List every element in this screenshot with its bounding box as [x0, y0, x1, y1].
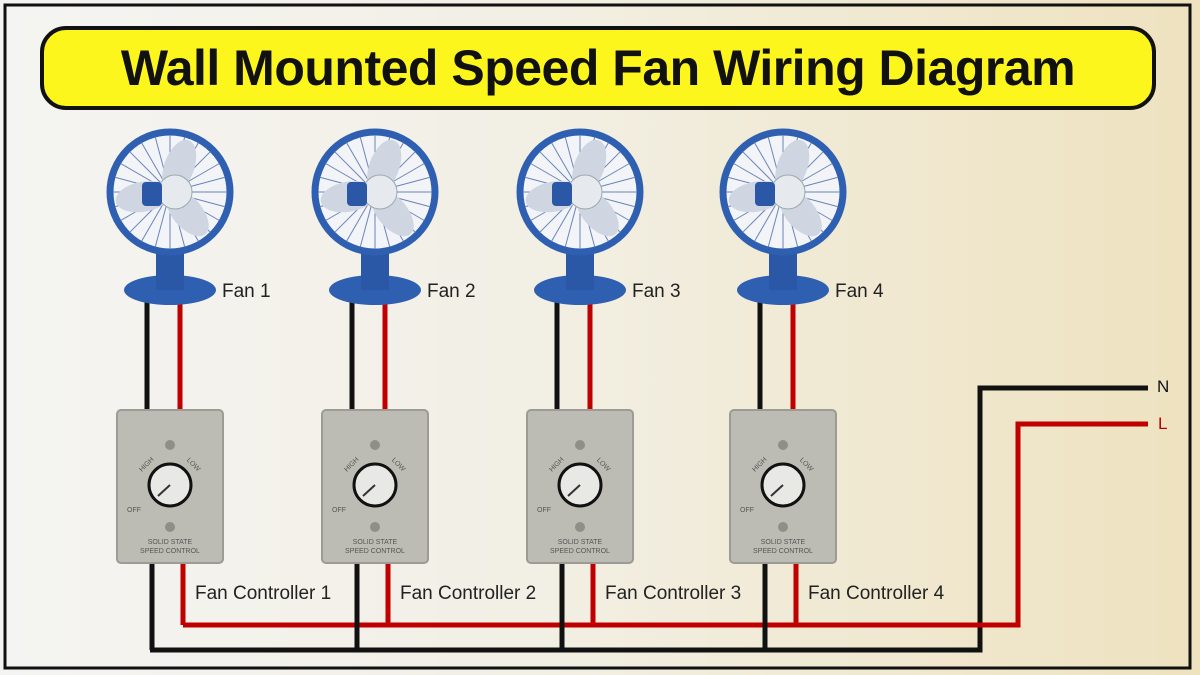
- fan-motor: [552, 182, 572, 206]
- screw: [165, 522, 175, 532]
- fan-label: Fan 3: [632, 281, 681, 302]
- fan-hub: [157, 174, 193, 210]
- plate-text-1: SOLID STATE: [558, 539, 603, 546]
- fan-label: Fan 2: [427, 281, 476, 302]
- fan-hub: [770, 174, 806, 210]
- screw: [778, 440, 788, 450]
- plate-text-2: SPEED CONTROL: [753, 548, 813, 555]
- screw: [165, 440, 175, 450]
- screw: [575, 522, 585, 532]
- fan-label: Fan 1: [222, 281, 271, 302]
- fan-hub: [362, 174, 398, 210]
- off-mark: OFF: [127, 507, 141, 514]
- knob-pointer: [567, 484, 581, 497]
- off-mark: OFF: [332, 507, 346, 514]
- fan-guard-spoke: [767, 205, 780, 248]
- fan-4-icon: [719, 128, 847, 305]
- plate-text-2: SPEED CONTROL: [550, 548, 610, 555]
- neutral-bus-wire: [150, 385, 1148, 653]
- controller-label: Fan Controller 1: [195, 583, 332, 604]
- off-mark: OFF: [740, 507, 754, 514]
- fan-guard-spoke: [141, 203, 164, 242]
- fan-1-icon: [106, 128, 234, 305]
- knob-pointer: [362, 484, 376, 497]
- neutral-label: N: [1157, 377, 1170, 396]
- fan-guard-spoke: [742, 151, 774, 183]
- screw: [370, 440, 380, 450]
- fan-guard-spoke: [346, 203, 369, 242]
- outer-frame: [3, 3, 1192, 670]
- plate-text-1: SOLID STATE: [761, 539, 806, 546]
- fan-guard-spoke: [539, 151, 571, 183]
- diagram-title: Wall Mounted Speed Fan Wiring Diagram: [40, 26, 1156, 110]
- screw: [370, 522, 380, 532]
- fan-guard-spoke: [564, 205, 577, 248]
- fan-guard-spoke: [551, 203, 574, 242]
- plate-text-1: SOLID STATE: [148, 539, 193, 546]
- off-mark: OFF: [537, 507, 551, 514]
- controller-label: Fan Controller 2: [400, 583, 537, 604]
- fan-motor: [142, 182, 162, 206]
- fan-guard-spoke: [551, 142, 574, 181]
- fan-guard-spoke: [754, 142, 777, 181]
- knob-pointer: [770, 484, 784, 497]
- fan-motor: [347, 182, 367, 206]
- fan-guard-spoke: [141, 142, 164, 181]
- fan-guard-spoke: [129, 151, 161, 183]
- fan-hub: [567, 174, 603, 210]
- fan-guard-spoke: [334, 151, 366, 183]
- fan-guard-spoke: [346, 142, 369, 181]
- plate-text-2: SPEED CONTROL: [140, 548, 200, 555]
- controller-label: Fan Controller 3: [605, 583, 742, 604]
- fan-guard-spoke: [754, 203, 777, 242]
- plate-text-2: SPEED CONTROL: [345, 548, 405, 555]
- screw: [575, 440, 585, 450]
- fan-label: Fan 4: [835, 281, 884, 302]
- fan-guard-spoke: [154, 205, 167, 248]
- knob-pointer: [157, 484, 171, 497]
- fan-3-icon: [516, 128, 644, 305]
- controller-label: Fan Controller 4: [808, 583, 945, 604]
- plate-text-1: SOLID STATE: [353, 539, 398, 546]
- fan-motor: [755, 182, 775, 206]
- live-label: L: [1158, 414, 1168, 433]
- fan-2-icon: [311, 128, 439, 305]
- live-bus-wire: [183, 421, 1148, 628]
- screw: [778, 522, 788, 532]
- fan-guard-spoke: [359, 205, 372, 248]
